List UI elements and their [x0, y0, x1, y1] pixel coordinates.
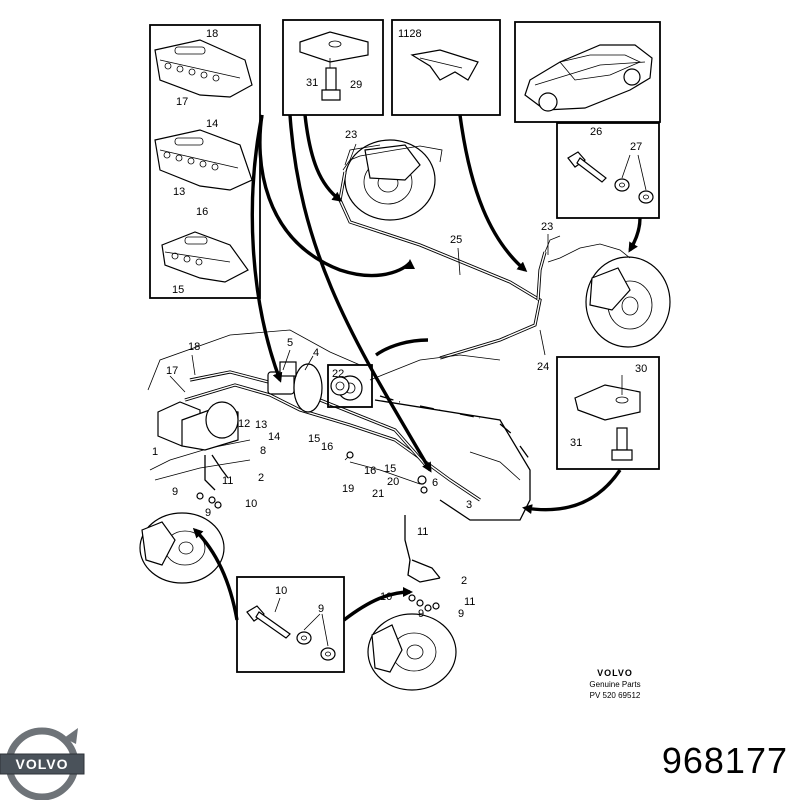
callouts: 23 25 23 24 18 17 5 4 22 12 13 14 15 16 …: [152, 129, 553, 620]
callout-27: 27: [630, 141, 642, 153]
callout-9-left: 9: [172, 486, 178, 498]
callout-20: 20: [387, 476, 399, 488]
callout-11-right: 11: [417, 526, 428, 538]
callout-8: 8: [260, 445, 266, 457]
bracket-set-box: 18 17 14 13 16 15: [149, 24, 261, 299]
rear-disc-right: [547, 243, 671, 348]
callout-22: 22: [332, 368, 344, 380]
body-outline: [147, 329, 531, 521]
callout-13-body: 13: [255, 419, 267, 431]
footer-line-catalog-number: PV 520 69512: [589, 691, 641, 700]
rear-disc-top: [342, 139, 443, 221]
callout-1: 1: [152, 446, 158, 458]
callout-14: 14: [206, 118, 218, 130]
callout-10-left: 10: [245, 498, 257, 510]
callout-10-right: 10: [380, 591, 392, 603]
callout-11-left: 11: [222, 475, 233, 487]
bolt-washers-bottom-box: 10 9: [236, 576, 345, 673]
callout-12: 12: [238, 418, 250, 430]
volvo-logo: VOLVO: [0, 727, 85, 800]
callout-23-top: 23: [345, 129, 357, 141]
callout-2-right: 2: [461, 575, 467, 587]
callout-9-right: 9: [418, 608, 424, 620]
bolt-washers-right-box: 26 27: [556, 122, 660, 219]
callout-15-mid: 15: [384, 463, 396, 475]
callout-4: 4: [313, 347, 319, 359]
callout-16-body: 16: [321, 441, 333, 453]
part-number: 968177: [661, 740, 788, 781]
callout-19: 19: [342, 483, 354, 495]
bracket-16: [161, 231, 249, 283]
callout-9-right-b: 9: [458, 608, 464, 620]
callout-9-box: 9: [318, 603, 324, 615]
reference-arrows: [192, 114, 642, 622]
footer-brand: VOLVO: [597, 668, 633, 678]
callout-17-body: 17: [166, 365, 178, 377]
callout-2-left: 2: [258, 472, 264, 484]
callout-16: 16: [196, 206, 208, 218]
volvo-logo-text: VOLVO: [16, 756, 69, 772]
callout-13: 13: [173, 186, 185, 198]
callout-26: 26: [590, 126, 602, 138]
callout-21: 21: [372, 488, 384, 500]
front-disc-bottom: [367, 613, 457, 691]
bracket-14: [154, 129, 253, 191]
callout-31-clip: 31: [306, 77, 318, 89]
callout-10-box: 10: [275, 585, 287, 597]
catalog-footer: VOLVO Genuine Parts PV 520 69512: [575, 668, 655, 701]
callout-6: 6: [432, 477, 438, 489]
bracket-18: [154, 39, 253, 98]
callout-15: 15: [172, 284, 184, 296]
callout-3: 3: [466, 499, 472, 511]
callout-11-right-b: 11: [464, 596, 475, 608]
callout-29: 29: [350, 79, 362, 91]
clip-box: 31 29: [282, 19, 384, 116]
footer-line-genuine-parts: Genuine Parts: [589, 680, 641, 689]
callout-14-body: 14: [268, 431, 280, 443]
callout-18: 18: [206, 28, 218, 40]
callout-31-right: 31: [570, 437, 582, 449]
spring-clip-box: 1128: [391, 19, 501, 116]
callout-25: 25: [450, 234, 462, 246]
callout-1128: 1128: [398, 28, 422, 40]
bracket-right-box: 30 31: [556, 356, 660, 470]
callout-17: 17: [176, 96, 188, 108]
callout-9-left-b: 9: [205, 507, 211, 519]
callout-18-body: 18: [188, 341, 200, 353]
callout-16-mid: 16: [364, 465, 376, 477]
callout-24: 24: [537, 361, 549, 373]
car-illustration: [514, 21, 661, 123]
callout-5: 5: [287, 337, 293, 349]
callout-23-right: 23: [541, 221, 553, 233]
callout-15-body: 15: [308, 433, 320, 445]
callout-30: 30: [635, 363, 647, 375]
leader-lines: [169, 143, 549, 612]
